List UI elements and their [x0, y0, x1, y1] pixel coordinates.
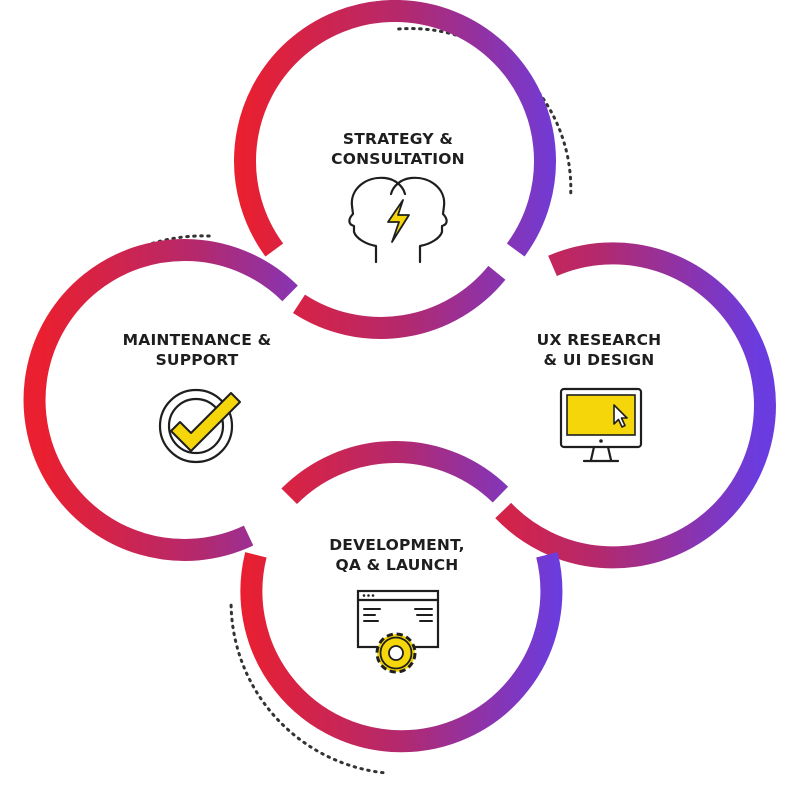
ring-top: [234, 0, 556, 339]
stage-ux-title-line-2: & UI DESIGN: [544, 351, 655, 369]
ring-top-arc-lower: [293, 265, 506, 339]
ring-top-arc-main: [234, 0, 556, 257]
stage-ux: UX RESEARCH & UI DESIGN: [537, 331, 662, 463]
browser-gear-icon: [356, 589, 440, 674]
ring-left-arc: [23, 239, 298, 561]
stage-strategy: STRATEGY & CONSULTATION: [331, 130, 465, 264]
stage-maintenance-title-line-1: MAINTENANCE &: [123, 331, 272, 349]
monitor-cursor-icon: [559, 387, 643, 463]
ring-bottom-arc-upper: [281, 441, 509, 505]
ring-bottom-arc-main: [240, 552, 563, 753]
stage-maintenance-title-line-2: SUPPORT: [156, 351, 239, 369]
dotted-arc-bottom: [229, 603, 388, 775]
ring-right: [495, 242, 776, 569]
stage-maintenance: MAINTENANCE & SUPPORT: [123, 331, 272, 464]
ring-bottom: [240, 441, 563, 753]
ring-left: [23, 239, 298, 561]
stage-development: DEVELOPMENT, QA & LAUNCH: [329, 536, 465, 674]
stage-development-title-line-2: QA & LAUNCH: [336, 556, 459, 574]
checkmark-target-icon: [158, 388, 241, 464]
stage-ux-title-line-1: UX RESEARCH: [537, 331, 662, 349]
stage-development-title-line-1: DEVELOPMENT,: [329, 536, 465, 554]
brainstorm-heads-icon: [348, 176, 448, 264]
stage-strategy-title-line-1: STRATEGY &: [343, 130, 453, 148]
ring-right-arc: [495, 242, 776, 569]
stage-strategy-title-line-2: CONSULTATION: [331, 150, 465, 168]
